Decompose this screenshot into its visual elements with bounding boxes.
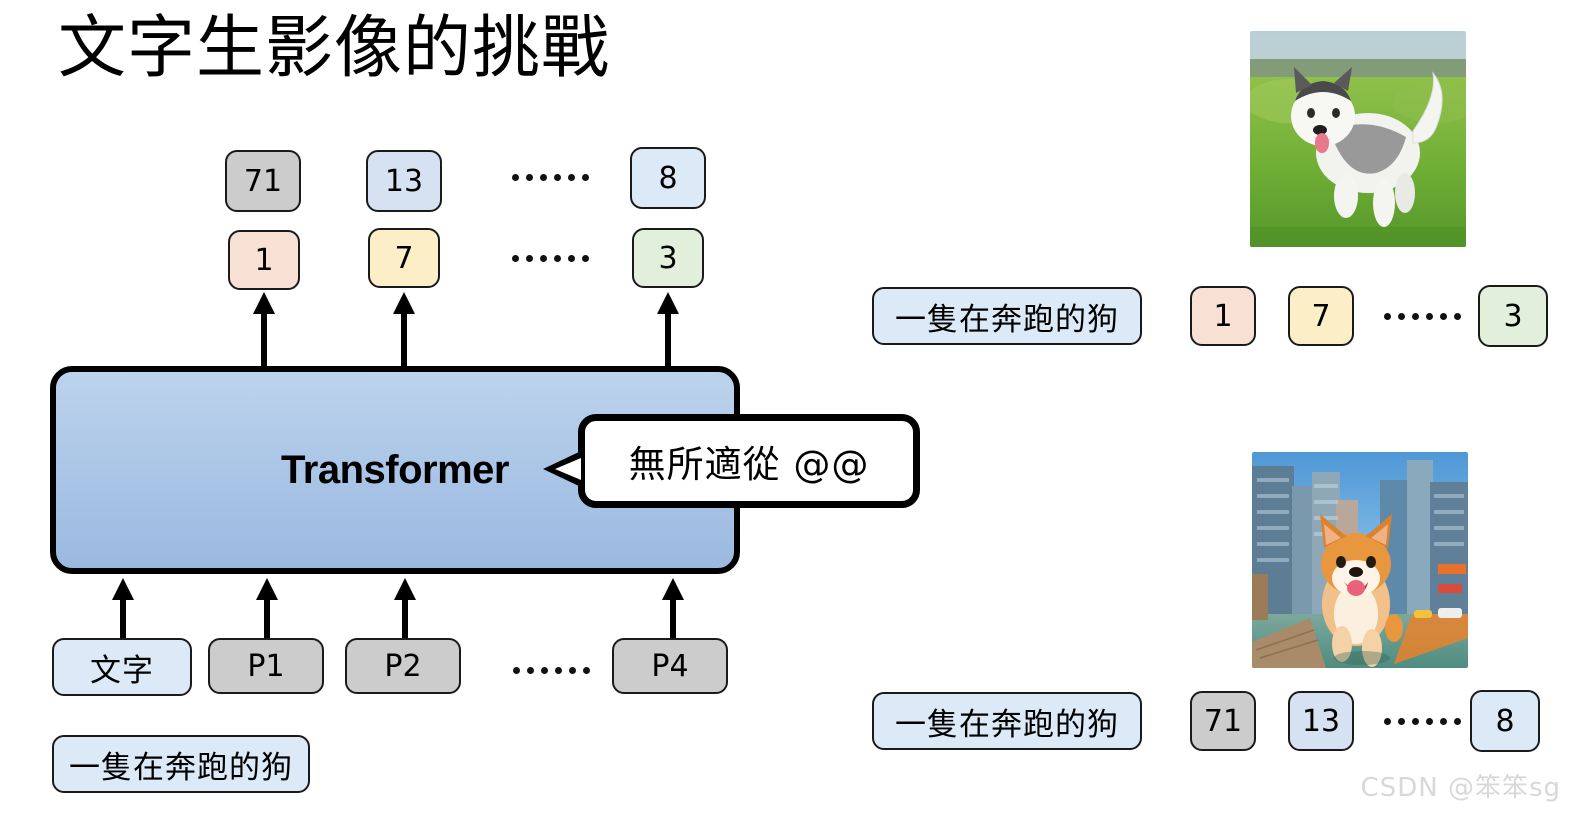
right-token-1-3[interactable]: 3 [1478, 285, 1548, 347]
arrow-up-input-0 [112, 578, 134, 640]
speech-bubble-tail [543, 451, 581, 487]
output-token-upper-3[interactable]: 8 [630, 147, 706, 209]
output-token-upper-1[interactable]: 13 [366, 150, 442, 212]
right-prompt-box-2[interactable]: 一隻在奔跑的狗 [872, 692, 1142, 750]
output-token-lower-0[interactable]: 1 [228, 230, 300, 290]
arrow-up-input-4 [662, 578, 684, 640]
right-ellipsis-1 [1384, 313, 1461, 320]
output-upper-ellipsis [512, 174, 589, 181]
arrow-up-input-2 [394, 578, 416, 640]
generated-image-husky [1250, 31, 1466, 247]
arrow-up-input-1 [256, 578, 278, 640]
input-token-text[interactable]: 文字 [52, 638, 192, 696]
input-token-p4[interactable]: P4 [612, 638, 728, 694]
generated-image-shiba [1252, 452, 1468, 668]
input-token-p2[interactable]: P2 [345, 638, 461, 694]
output-token-lower-3[interactable]: 3 [632, 228, 704, 288]
transformer-label: Transformer [281, 447, 509, 492]
right-prompt-box-1[interactable]: 一隻在奔跑的狗 [872, 287, 1142, 345]
input-ellipsis [513, 667, 590, 674]
output-lower-ellipsis [512, 255, 589, 262]
speech-bubble: 無所適從 @@ [543, 414, 920, 508]
right-token-2-3[interactable]: 8 [1470, 690, 1540, 752]
arrow-up-output-3 [657, 292, 679, 368]
speech-bubble-text: 無所適從 @@ [628, 443, 870, 486]
right-ellipsis-2 [1384, 718, 1461, 725]
right-token-2-1[interactable]: 13 [1288, 691, 1354, 751]
input-token-p1[interactable]: P1 [208, 638, 324, 694]
right-token-2-0[interactable]: 71 [1190, 691, 1256, 751]
right-token-1-0[interactable]: 1 [1190, 286, 1256, 346]
page-title: 文字生影像的挑戰 [58, 9, 611, 88]
arrow-up-output-1 [393, 292, 415, 368]
right-token-1-1[interactable]: 7 [1288, 286, 1354, 346]
left-prompt-box[interactable]: 一隻在奔跑的狗 [52, 735, 310, 793]
output-token-upper-0[interactable]: 71 [225, 150, 301, 212]
output-token-lower-1[interactable]: 7 [368, 228, 440, 288]
csdn-watermark: CSDN @笨笨sg [1360, 773, 1561, 803]
arrow-up-output-0 [253, 292, 275, 368]
